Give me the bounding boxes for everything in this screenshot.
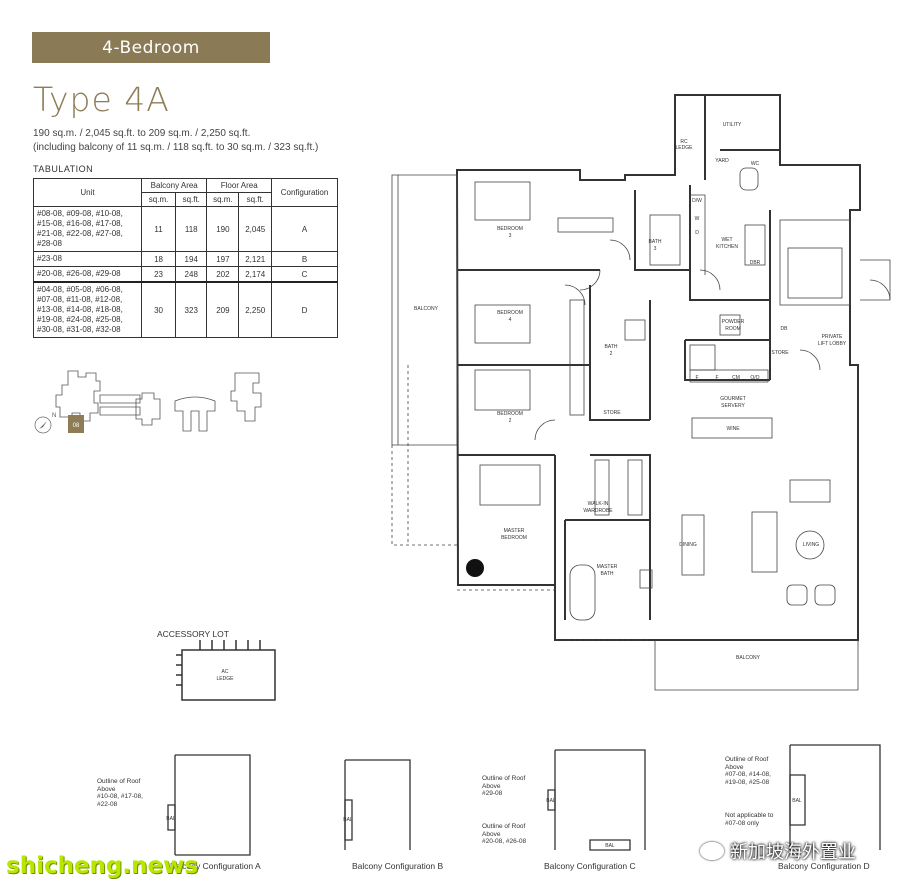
config-a-note: Outline of Roof Above #10-08, #17-08, #2… [97,778,143,808]
table-row: #04-08, #05-08, #06-08, #07-08, #11-08, … [33,281,338,338]
room-dining: DINING [679,542,697,548]
watermark-right-text: 新加坡海外置业 [730,842,856,863]
label-dryer: D [695,230,699,236]
tabulation-label: TABULATION [33,164,94,174]
cell-balcony-sqft: 323 [175,281,208,338]
room-wc: WC [751,161,760,167]
cell-balcony-sqm: 18 [140,251,177,267]
tabulation-table: Unit Balcony Area Floor Area Configurati… [33,178,338,338]
cell-floor-sqm: 209 [206,281,240,338]
label-fridge-2: F [715,375,718,381]
label-cm: CM [732,375,740,381]
cell-config: B [271,251,338,267]
config-d-note-2: Not applicable to #07-08 only [725,812,774,827]
col-unit: Unit [33,178,142,207]
label-db: DB [781,326,789,332]
cell-floor-sqft: 2,174 [238,266,273,283]
config-c-note-1: Outline of Roof Above #29-08 [482,775,526,797]
config-c-caption: Balcony Configuration C [544,861,636,871]
room-balcony-south: BALCONY [736,655,761,661]
cell-units: #23-08 [33,251,142,267]
room-utility: UTILITY [723,122,742,128]
label-dishwasher: D/W [692,198,702,204]
watermark-right: 新加坡海外置业 [700,838,856,864]
room-store: STORE [771,350,789,356]
label-wine: WINE [726,426,740,432]
cell-floor-sqm: 202 [206,266,240,283]
type-banner: 4-Bedroom [32,32,270,63]
keyplan-unit-tag: 08 [73,423,80,429]
config-d-bal: BAL [792,798,802,804]
watermark-left: shicheng.news [6,853,199,879]
cell-floor-sqm: 197 [206,251,240,267]
config-c-bal: BAL [546,798,556,804]
label-oven: O/O [750,375,759,381]
marker-dot [466,559,484,577]
config-c-note-2: Outline of Roof Above #20-08, #26-08 [482,823,527,845]
cell-config: C [271,266,338,283]
config-d-note-1: Outline of Roof Above #07-08, #14-08, #1… [725,756,771,786]
config-c-bal-2: BAL [605,843,615,849]
north-compass-icon [34,416,52,434]
cell-balcony-sqft: 118 [175,206,208,252]
page-title: Type 4A [33,80,170,119]
room-balcony-west: BALCONY [414,306,439,312]
cell-floor-sqm: 190 [206,206,240,252]
config-a-bal: BAL [166,816,176,822]
label-washer: W [695,216,700,222]
label-fridge-1: F [695,375,698,381]
wechat-icon [700,842,724,860]
config-b-bal: BAL [343,817,353,823]
config-d-caption: Balcony Configuration D [778,861,870,871]
col-configuration: Configuration [271,178,338,207]
cell-balcony-sqft: 194 [175,251,208,267]
cell-floor-sqft: 2,250 [238,281,273,338]
room-yard: YARD [715,158,729,164]
config-a-caption: Balcony Configuration A [170,861,261,871]
room-store-2: STORE [603,410,621,416]
table-row: #23-08 18 194 197 2,121 B [33,251,338,267]
cell-balcony-sqm: 11 [140,206,177,252]
cell-units: #04-08, #05-08, #06-08, #07-08, #11-08, … [33,281,142,338]
area-range: 190 sq.m. / 2,045 sq.ft. to 209 sq.m. / … [33,128,251,139]
config-b-caption: Balcony Configuration B [352,861,444,871]
accessory-lot-title: ACCESSORY LOT [157,629,229,639]
label-dbr: DBR [750,260,761,266]
key-plan: 08 N [34,370,262,434]
cell-config: D [271,281,338,338]
north-label: N [52,413,56,419]
room-living: LIVING [803,542,820,548]
cell-balcony-sqft: 248 [175,266,208,283]
area-balcony-note: (including balcony of 11 sq.m. / 118 sq.… [33,142,319,153]
table-row: #20-08, #26-08, #29-08 23 248 202 2,174 … [33,266,338,283]
